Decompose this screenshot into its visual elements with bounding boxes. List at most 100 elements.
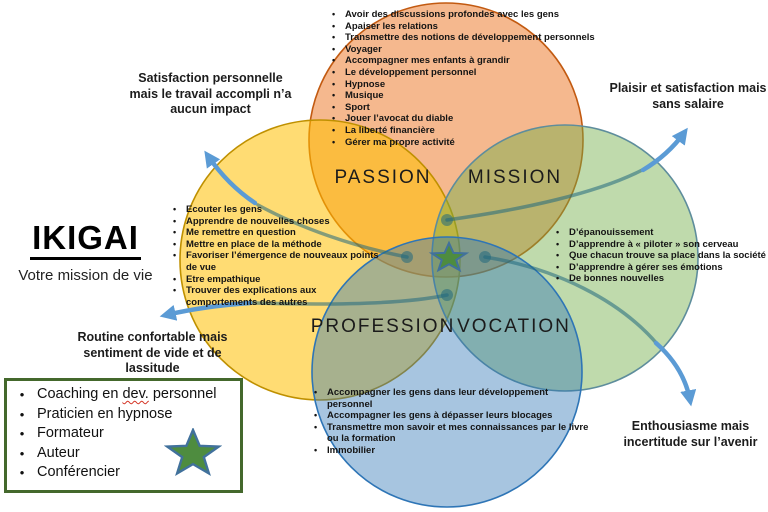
list-item: • Coaching en dev. personnel <box>7 385 240 405</box>
what-world-needs-circle <box>431 124 699 392</box>
list-item: • Mettre en place de la méthode <box>173 238 322 250</box>
bullet-icon: • <box>332 9 336 19</box>
callout-top-right: Plaisir et satisfaction mais sans salair… <box>609 81 767 111</box>
list-item: • Apaiser les relations <box>332 20 438 32</box>
list-item: • Accompagner les gens à dépasser leurs … <box>314 410 553 422</box>
leader-dot-top <box>441 214 453 226</box>
list-item: • Que chacun trouve sa place dans la soc… <box>556 250 766 262</box>
arrow-to-top-left-icon <box>204 150 258 206</box>
leader-line-right <box>483 255 660 347</box>
list-item: • D’épanouissement <box>556 227 654 238</box>
star-shape <box>167 430 218 473</box>
bullet-icon: • <box>314 387 318 397</box>
bullet-icon: • <box>19 445 25 461</box>
callout-arrows <box>159 127 697 407</box>
callout-top-left: Satisfaction personnelle mais le travail… <box>129 71 292 116</box>
bullet-icon: • <box>332 136 336 147</box>
list-item: • La liberté financière <box>332 124 435 136</box>
list-item: • Gérer ma propre activité <box>332 136 455 148</box>
list-item: • D’apprendre à gérer ses émotions <box>556 261 723 273</box>
bullet-icon: • <box>19 387 25 402</box>
center-star-icon <box>432 243 466 270</box>
bullet-icon: • <box>332 20 336 31</box>
region-label-mission: MISSION <box>467 167 563 188</box>
leader-dot-right <box>479 251 491 263</box>
bullet-icon: • <box>173 285 177 296</box>
region-label-vocation: VOCATION <box>457 316 571 337</box>
leader-line-bottom <box>250 293 449 306</box>
bullet-icon: • <box>314 410 318 421</box>
bullet-icon: • <box>332 78 336 89</box>
region-label-profession: PROFESSION <box>310 316 456 337</box>
leader-line-top <box>445 166 648 222</box>
page-title: IKIGAI <box>30 221 141 260</box>
list-item: • Favoriser l’émergence de nouveaux poin… <box>173 250 379 273</box>
callout-bottom-left: Routine confortable mais sentiment de vi… <box>77 330 228 375</box>
list-item: • Transmettre mon savoir et mes connaiss… <box>314 421 589 445</box>
world-needs-list: • D’épanouissement • D’apprendre à « pil… <box>556 227 768 285</box>
skills-box: • Coaching en dev. personnel • Praticien… <box>4 378 243 493</box>
what-you-love-circle <box>179 119 461 401</box>
list-item: • Sport <box>332 101 370 113</box>
passion-mission-list: • Avoir des discussions profondes avec l… <box>332 9 610 148</box>
list-item: • Formateur <box>7 424 240 444</box>
bullet-icon: • <box>332 43 336 54</box>
list-item: • Conférencier <box>7 463 240 483</box>
list-item: • Jouer l’avocat du diable <box>332 113 454 125</box>
what-you-paid-for-circle <box>311 236 583 508</box>
leader-line-left <box>256 203 409 259</box>
leader-lines <box>250 166 660 347</box>
love-list: • Ecouter les gens • Apprendre de nouvel… <box>173 204 385 308</box>
list-item: • De bonnes nouvelles <box>556 273 665 285</box>
bullet-icon: • <box>556 250 560 261</box>
bullet-icon: • <box>19 465 25 480</box>
bullet-icon: • <box>556 238 560 249</box>
skills-list-rest: • Praticien en hypnose • Formateur • Aut… <box>7 405 240 483</box>
bullet-icon: • <box>332 124 336 135</box>
list-item: • D’apprendre à « piloter » son cerveau <box>556 238 739 250</box>
list-item: • Trouver des explications aux comportem… <box>173 285 317 308</box>
list-item: • Me remettre en question <box>173 227 296 239</box>
list-item: • Avoir des discussions profondes avec l… <box>332 9 560 20</box>
list-item: • Praticien en hypnose <box>7 405 240 425</box>
arrow-to-top-right-icon <box>640 127 688 173</box>
list-item: • Ecouter les gens <box>173 204 263 215</box>
bullet-icon: • <box>556 273 560 284</box>
callout-bottom-right: Enthousiasme mais incertitude sur l’aven… <box>623 419 758 449</box>
list-item: • Voyager <box>332 43 382 55</box>
bullet-icon: • <box>314 421 318 432</box>
bullet-icon: • <box>556 261 560 272</box>
bullet-icon: • <box>173 227 177 238</box>
list-item: • Accompagner mes enfants à grandir <box>332 55 510 67</box>
bullet-icon: • <box>173 273 177 284</box>
box-star-icon <box>164 428 222 480</box>
title-block: IKIGAI Votre mission de vie <box>8 221 163 285</box>
bullet-icon: • <box>332 90 336 101</box>
region-label-passion: PASSION <box>334 167 432 188</box>
arrow-to-bottom-right-icon <box>653 340 697 407</box>
bullet-icon: • <box>19 406 25 422</box>
bullet-icon: • <box>556 227 560 237</box>
list-item: • Transmettre des notions de développeme… <box>332 32 595 44</box>
list-item: • Auteur <box>7 444 240 464</box>
bullet-icon: • <box>332 101 336 112</box>
list-item: • Le développement personnel <box>332 66 477 78</box>
bullet-icon: • <box>332 66 336 77</box>
profession-vocation-list: • Accompagner les gens dans leur dévelop… <box>314 387 594 457</box>
list-item: • Musique <box>332 90 384 102</box>
bullet-icon: • <box>173 204 177 214</box>
list-item: • Etre empathique <box>173 273 261 285</box>
leader-dots <box>401 214 491 301</box>
bullet-icon: • <box>19 426 25 441</box>
arrow-to-bottom-left-icon <box>159 300 253 321</box>
list-item: • Accompagner les gens dans leur dévelop… <box>314 387 549 410</box>
bullet-icon: • <box>173 215 177 226</box>
list-item: • Immobilier <box>314 444 376 456</box>
bullet-icon: • <box>332 113 336 124</box>
page-subtitle: Votre mission de vie <box>18 267 153 284</box>
leader-dot-bottom <box>441 289 453 301</box>
leader-dot-left <box>401 251 413 263</box>
bullet-icon: • <box>314 444 318 455</box>
